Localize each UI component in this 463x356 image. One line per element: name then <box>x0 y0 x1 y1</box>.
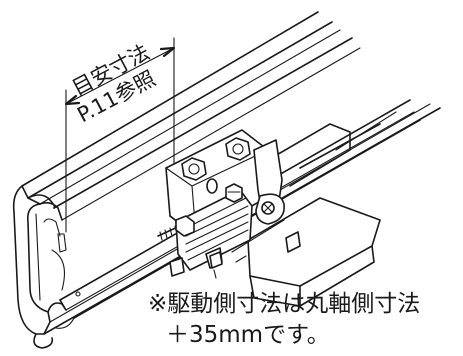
bolt-hex-middle <box>225 183 243 203</box>
threaded-bolt <box>157 215 195 241</box>
bolt-hex-top-right <box>225 137 251 161</box>
mounting-arm <box>231 111 397 307</box>
bolt-bottom <box>209 251 223 279</box>
dimension-lines <box>64 37 176 233</box>
bolt-hex-top-left <box>181 157 207 181</box>
dimension-label-group: 目安寸法 P.11参照 <box>68 40 159 127</box>
drive-side-note-line2: ＋35mmです。 <box>166 322 330 348</box>
bolt-hole-center <box>206 178 218 194</box>
drive-side-note-line1: ※駆動側寸法は丸軸側寸法 <box>148 291 421 317</box>
